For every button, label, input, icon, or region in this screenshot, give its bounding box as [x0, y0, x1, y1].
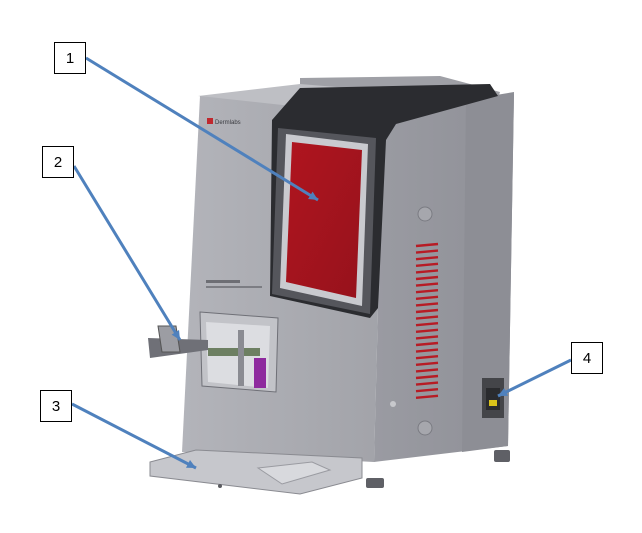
vent-slot	[415, 348, 439, 353]
vent-slot	[415, 249, 439, 254]
callout-arrowhead-1	[308, 191, 318, 200]
callout-arrows	[71, 56, 572, 470]
power-socket-inner	[486, 388, 500, 410]
callout-1: 1	[54, 42, 86, 74]
vent-slot	[415, 341, 439, 347]
vent-slot	[415, 322, 439, 327]
rear-side-column	[462, 92, 514, 452]
model-label-bar	[206, 280, 240, 283]
vent-slot	[415, 355, 439, 360]
side-knob-bottom	[417, 420, 433, 436]
callout-3: 3	[40, 390, 72, 422]
vent-grille	[415, 242, 439, 399]
vent-slot	[415, 315, 439, 320]
callout-arrowhead-3	[186, 460, 196, 468]
side-screw	[390, 401, 396, 407]
window-rail	[208, 348, 260, 356]
tray-screw	[218, 484, 222, 488]
vent-slot	[415, 388, 439, 393]
vent-slot	[415, 308, 439, 314]
vent-slot	[415, 275, 439, 281]
callout-4-label: 4	[582, 349, 592, 367]
window-post	[238, 330, 244, 386]
vent-slot	[415, 302, 439, 307]
vent-slot	[415, 262, 439, 267]
callout-arrow-2	[72, 165, 182, 341]
foot-rear	[494, 450, 510, 462]
callout-2: 2	[42, 146, 74, 178]
side-knob-top	[417, 206, 433, 222]
vent-slot	[415, 368, 439, 373]
vent-slot	[415, 394, 439, 399]
vent-slot	[415, 282, 439, 287]
base-tray-pad	[256, 461, 332, 485]
vent-slot	[415, 256, 439, 261]
vent-slot	[415, 295, 439, 300]
callout-arrow-3	[71, 402, 197, 470]
vent-slot	[415, 374, 439, 380]
foot-front	[366, 478, 384, 488]
display-screen	[286, 142, 362, 298]
vent-slot	[415, 335, 439, 340]
vent-slot	[415, 381, 439, 386]
brand-label: Dermlabs	[215, 120, 241, 126]
callout-arrowhead-2	[171, 330, 180, 340]
model-sublabel-bar	[206, 286, 262, 288]
callout-arrow-1	[85, 56, 319, 202]
callout-3-label: 3	[51, 397, 61, 415]
brand-logo-mark	[207, 118, 213, 124]
callout-arrow-4	[497, 358, 572, 398]
vent-slot	[415, 289, 439, 294]
vent-slot	[415, 328, 439, 333]
vent-slot	[415, 361, 439, 366]
front-handle-grip	[157, 325, 181, 353]
callout-arrowhead-4	[498, 388, 508, 396]
power-socket-switch	[489, 400, 497, 406]
base-tray	[149, 449, 363, 495]
vent-slot	[415, 242, 439, 248]
purple-cartridge	[254, 358, 266, 388]
callout-1-label: 1	[65, 49, 75, 67]
callout-4: 4	[571, 342, 603, 374]
vent-slot	[415, 269, 439, 274]
callout-2-label: 2	[53, 153, 63, 171]
